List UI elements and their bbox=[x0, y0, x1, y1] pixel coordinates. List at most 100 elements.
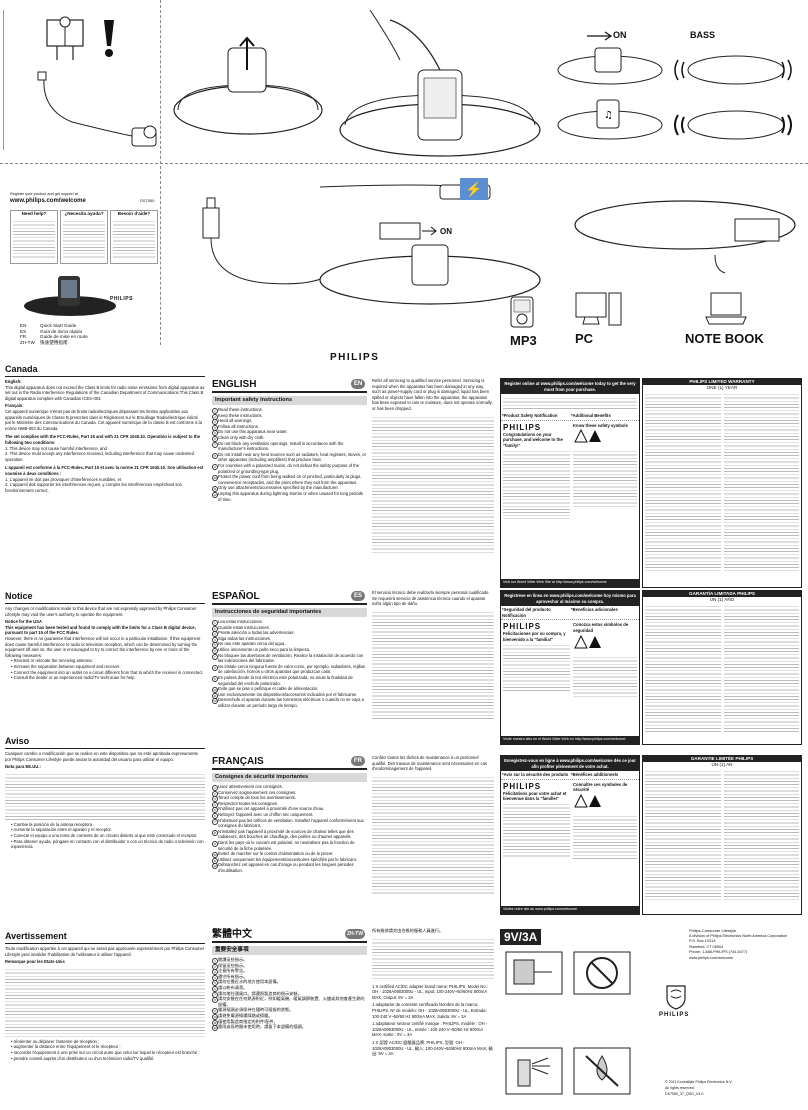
warranty-columns bbox=[643, 390, 801, 574]
copyright: © 2011 Koninklijke Philips Electronics N… bbox=[665, 1080, 733, 1084]
adapter-zh: 1 X 認證 AC/DC 變壓器品牌: PHILIPS, 型號: OH - 10… bbox=[372, 1039, 493, 1057]
power-illustration: ON bbox=[300, 175, 560, 305]
cover-brand: PHILIPS bbox=[110, 296, 133, 302]
safety-step: 請勿安裝在任何熱源附近，例如暖氣機、暖氣調節裝置、火爐或其他會產生熱的設備。 bbox=[212, 996, 367, 1007]
measure-item: • augmenter la distance entre l'équipeme… bbox=[11, 1044, 121, 1050]
safety-step: N'installez pas l'appareil à proximité d… bbox=[212, 829, 367, 840]
safety-heading: Important safety instructions bbox=[212, 396, 367, 405]
safety-steps: 閱讀這些指示。 保留這些指示。 注意所有警告。 遵守所有指示。 請勿在靠近水的地… bbox=[212, 957, 367, 1031]
col3-body-lines bbox=[372, 936, 494, 981]
warranty-title: GARANTIE LIMITÉE PHILIPS bbox=[643, 756, 801, 762]
avantages-title: *Bénéfices additionnels bbox=[571, 772, 619, 778]
product-speaker-image bbox=[24, 276, 116, 316]
bass-label: BASS bbox=[690, 30, 716, 40]
safety-step: No bloquee las aberturas de ventilación.… bbox=[212, 653, 367, 664]
mp3-player-icon bbox=[510, 296, 534, 328]
measure-item: • réorienter ou déplacer l'antenne de ré… bbox=[11, 1038, 100, 1044]
measure-text: réorienter ou déplacer l'antenne de réce… bbox=[13, 1038, 100, 1044]
measure-text: Cambie la posición de la antena receptor… bbox=[13, 821, 94, 827]
cover-side-text bbox=[3, 10, 9, 150]
fcc-rules-title: The set complies with the FCC-Rules, Par… bbox=[5, 434, 200, 445]
cover-illustration-band: ON ♫ BASS Register your product and get … bbox=[0, 0, 808, 345]
measure-text: Aumente la separación entre el aparato y… bbox=[13, 827, 112, 833]
card-right: Know these safety symbols bbox=[570, 423, 637, 519]
help-text-lines bbox=[113, 218, 155, 259]
warranty-card-fr: Enregistrez-vous en ligne à www.philips.… bbox=[500, 755, 640, 915]
col3-espanol: El servicio técnico debe realizarlo siem… bbox=[372, 590, 494, 750]
adapter-fr: 1 adaptateur secteur certifié marque : P… bbox=[372, 1021, 488, 1038]
help-box-2: ¿Necesita ayuda? bbox=[60, 210, 108, 264]
card-left: PHILIPS Félicitations pour votre achat e… bbox=[503, 782, 570, 860]
safety-step: Do not block any ventilation openings. I… bbox=[212, 441, 367, 452]
lang-name: Quick Start Guide bbox=[40, 323, 77, 328]
doc-code: DS7550_37_QSG_V4.0 bbox=[665, 1092, 704, 1096]
no-adapter-warning-icon bbox=[573, 951, 631, 995]
card-benefits-row: *Seguridad del producto Notificación *Be… bbox=[501, 606, 639, 619]
securite-title: *Avis sur la sécurité des produits bbox=[502, 772, 569, 778]
help-box-1: Need help? bbox=[10, 210, 58, 264]
pc-device: PC bbox=[575, 292, 635, 345]
card-lines bbox=[573, 449, 637, 508]
avertissement-body-lines bbox=[5, 966, 205, 1037]
measure-item: • Connect the equipment into an outlet o… bbox=[11, 669, 203, 675]
notice-text: Any changes or modifications made to thi… bbox=[5, 606, 197, 617]
lang-code: FR bbox=[20, 334, 27, 339]
card-lines bbox=[503, 396, 637, 411]
safety-symbols-title: Conozca estos símbolos de seguridad bbox=[573, 622, 629, 633]
help-text-lines bbox=[63, 218, 105, 259]
lang-badge: EN bbox=[351, 379, 365, 389]
col1-avertissement: Avertissement Toute modification apporté… bbox=[5, 930, 205, 1105]
aviso-body-lines bbox=[5, 771, 205, 820]
avertissement-heading: Avertissement bbox=[5, 930, 205, 944]
lang-title: FRANÇAIS bbox=[212, 756, 264, 767]
safety-heading: Instrucciones de seguridad importantes bbox=[212, 608, 367, 617]
rating-label: 9V/3A bbox=[500, 929, 542, 945]
company-city: Stamford, CT 06904 bbox=[689, 944, 724, 949]
lang-title: ENGLISH bbox=[212, 379, 257, 390]
card-lines bbox=[503, 801, 570, 858]
safety-symbols-title: Connaître ces symboles de sécurité bbox=[573, 781, 628, 793]
dock-ipod-illustration bbox=[339, 10, 541, 157]
warning-exclamation-icon bbox=[104, 20, 114, 57]
safety-step: 雷雨或長時間未使用時，請拔下本設備的插頭。 bbox=[212, 1024, 367, 1031]
card-reg: Enregistrez-vous en ligne à www.philips.… bbox=[501, 756, 639, 772]
fcc-rule-fr: 2. L'appareil doit supporter les interfé… bbox=[5, 482, 182, 493]
fcc-rule: 1. This device may not cause harmful int… bbox=[5, 445, 107, 451]
lang-badge: ZH-TW bbox=[345, 929, 365, 939]
measure-item: • Aumente la separación entre el aparato… bbox=[11, 827, 112, 833]
additional-benefits-title: *Additional Benefits bbox=[571, 413, 611, 419]
visit-site: Visit our World Wide Web Site at http://… bbox=[501, 579, 639, 587]
safety-step: Dans les pays où le courant est polarisé… bbox=[212, 840, 367, 851]
english-lang-heading: ENGLISH EN bbox=[212, 378, 367, 393]
lang-code: ES bbox=[20, 328, 27, 334]
card-right: Connaître ces symboles de sécurité bbox=[570, 782, 637, 860]
measure-item: • raccorder l'équipement à une prise sur… bbox=[11, 1049, 200, 1055]
measure-item: • Conecte el equipo a una toma de corrie… bbox=[11, 832, 198, 838]
back-cover: Philips Consumer Lifestyle A division of… bbox=[645, 928, 803, 1106]
notice-usa-title: Notice for the USA bbox=[5, 619, 42, 625]
warranty-col-lines bbox=[723, 392, 799, 573]
safety-step: N'obstruez pas les orifices de ventilati… bbox=[212, 818, 367, 829]
dock-power-on-illustration bbox=[319, 184, 541, 305]
on-panel: ON ♫ bbox=[555, 30, 665, 150]
safety-step: En países donde la red eléctrica esté po… bbox=[212, 675, 367, 686]
warranty-title: PHILIPS LIMITED WARRANTY bbox=[643, 379, 801, 385]
card-divider bbox=[501, 419, 639, 421]
warranty-columns bbox=[643, 602, 801, 734]
aviso-text: Cualquier cambio o modificación que se r… bbox=[5, 751, 198, 762]
avertissement-usa-title: Remarque pour les Etats-Unis bbox=[5, 959, 65, 965]
safety-step: Desenchufe el aparato durante las tormen… bbox=[212, 697, 367, 708]
help-text-lines bbox=[13, 218, 55, 259]
notebook-device: NOTE BOOK bbox=[685, 292, 800, 345]
measure-text: Connect the equipment into an outlet on … bbox=[13, 669, 203, 675]
notebook-label: NOTE BOOK bbox=[685, 331, 764, 345]
canada-heading: Canada bbox=[5, 363, 205, 377]
dock-bass-illustration bbox=[674, 55, 792, 140]
product-safety-title: *Product Safety Notification bbox=[502, 413, 558, 419]
safety-heading: Consignes de sécurité importantes bbox=[212, 773, 367, 782]
